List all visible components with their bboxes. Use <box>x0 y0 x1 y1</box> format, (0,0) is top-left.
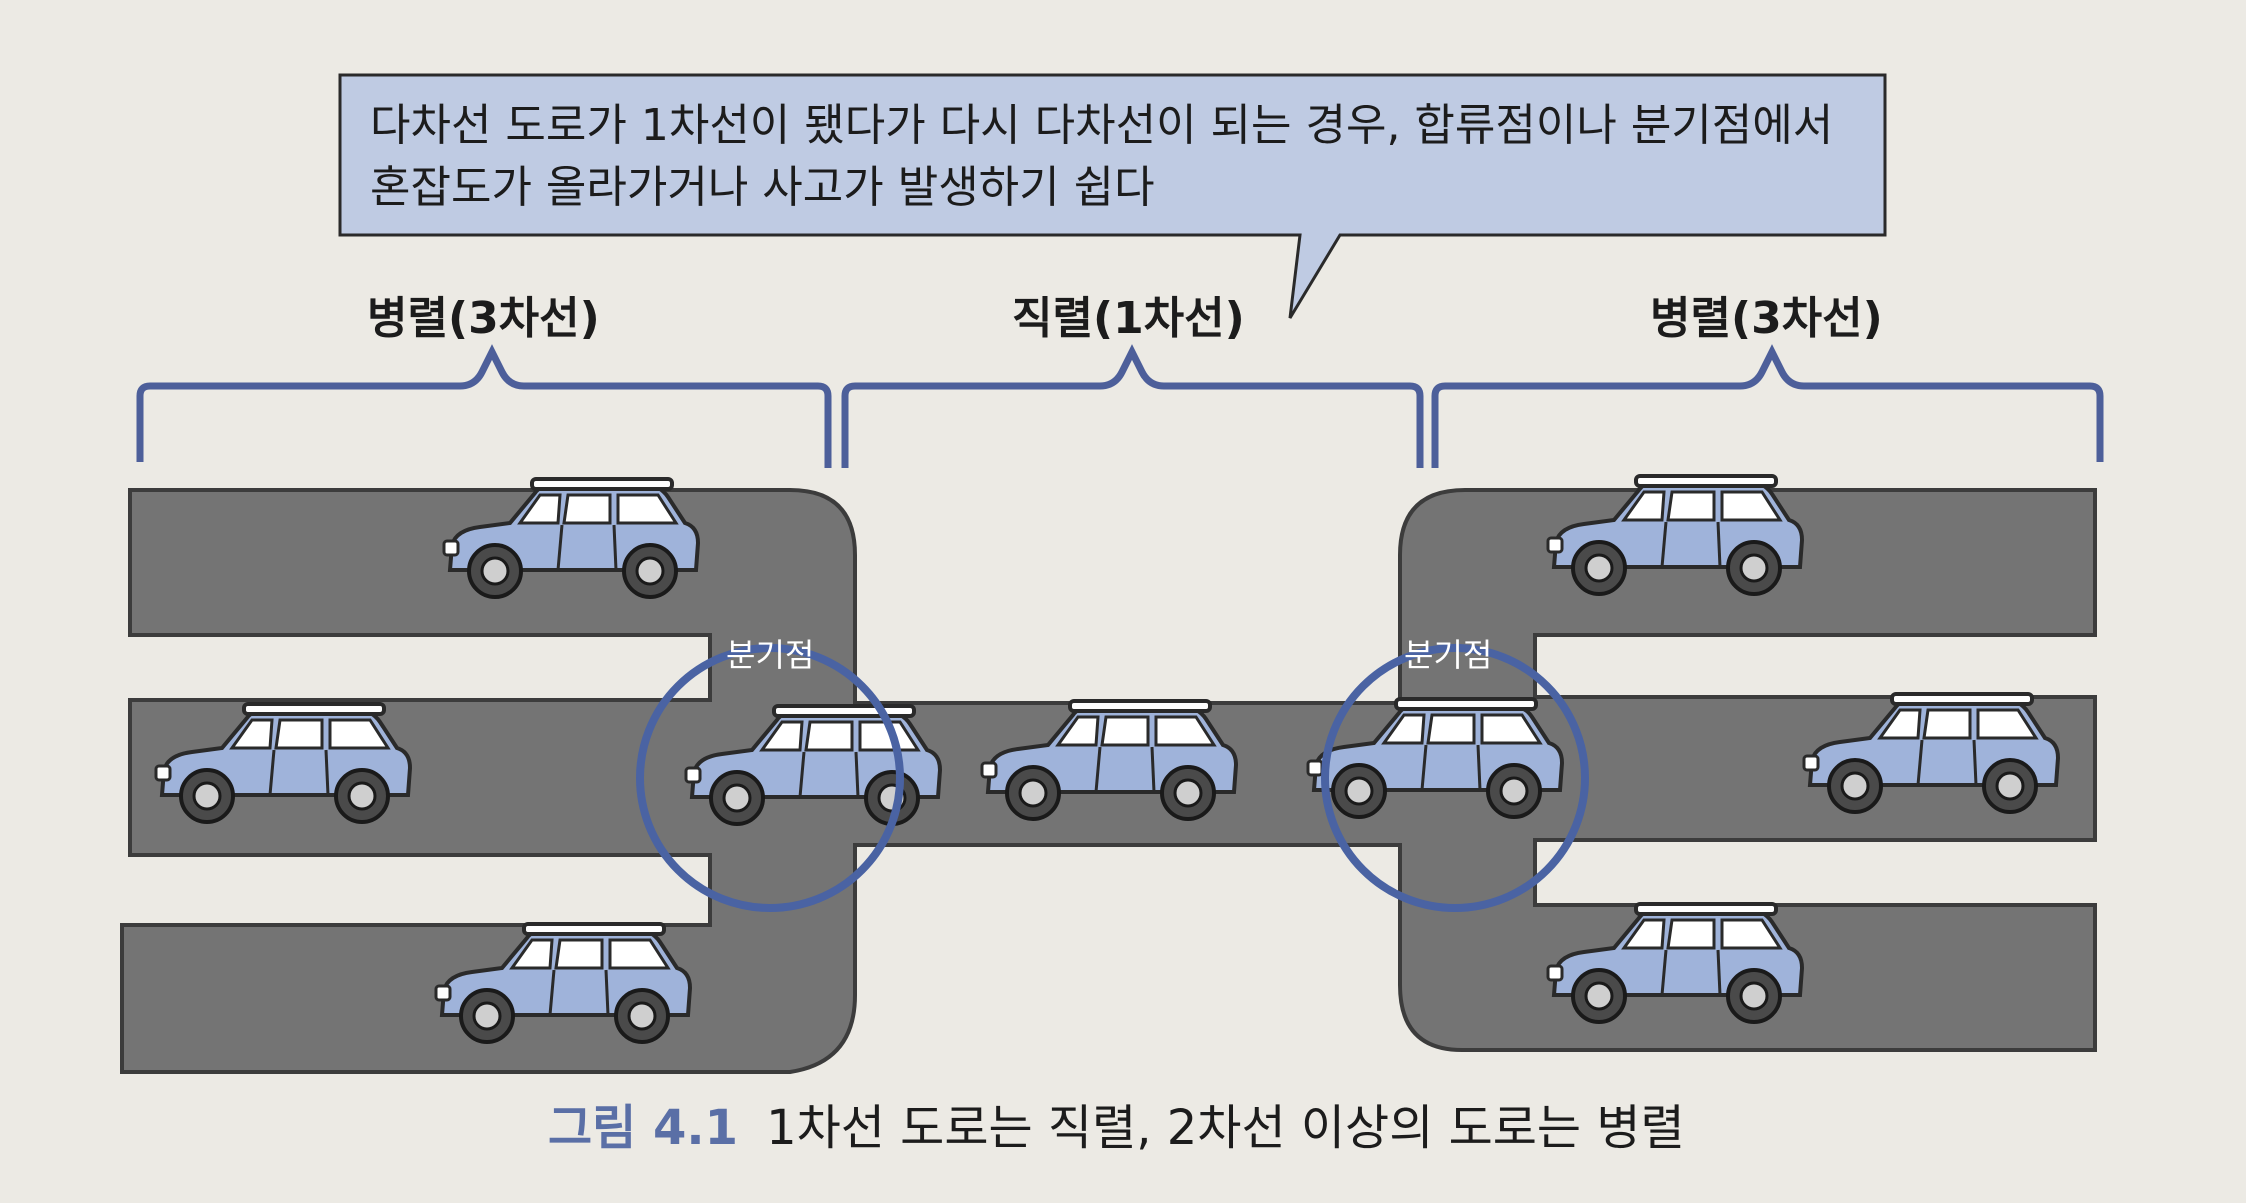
branch-point-circle-left <box>636 644 904 912</box>
caption-text: 1차선 도로는 직렬, 2차선 이상의 도로는 병렬 <box>766 1100 1685 1156</box>
section-label-parallel-right: 병렬(3차선) <box>1650 293 1883 344</box>
branch-point-label-left: 분기점 <box>726 636 815 674</box>
callout-bubble <box>338 73 1887 319</box>
callout-text: 다차선 도로가 1차선이 됐다가 다시 다차선이 되는 경우, 합류점이나 분기… <box>370 95 1870 219</box>
branch-point-label-right: 분기점 <box>1404 636 1493 674</box>
callout-line-2: 혼잡도가 올라가거나 사고가 발생하기 쉽다 <box>370 162 1155 213</box>
brace-parallel-left <box>136 344 832 468</box>
figure-number: 그림 4.1 <box>548 1100 739 1156</box>
branch-point-circle-right <box>1321 644 1589 912</box>
section-label-parallel-left: 병렬(3차선) <box>367 293 600 344</box>
section-label-serial: 직렬(1차선) <box>1012 293 1245 344</box>
figure-caption: 그림 4.1 1차선 도로는 직렬, 2차선 이상의 도로는 병렬 <box>548 1088 1685 1158</box>
callout-line-1: 다차선 도로가 1차선이 됐다가 다시 다차선이 되는 경우, 합류점이나 분기… <box>370 100 1834 151</box>
brace-serial <box>841 344 1424 468</box>
brace-parallel-right <box>1431 344 2104 468</box>
